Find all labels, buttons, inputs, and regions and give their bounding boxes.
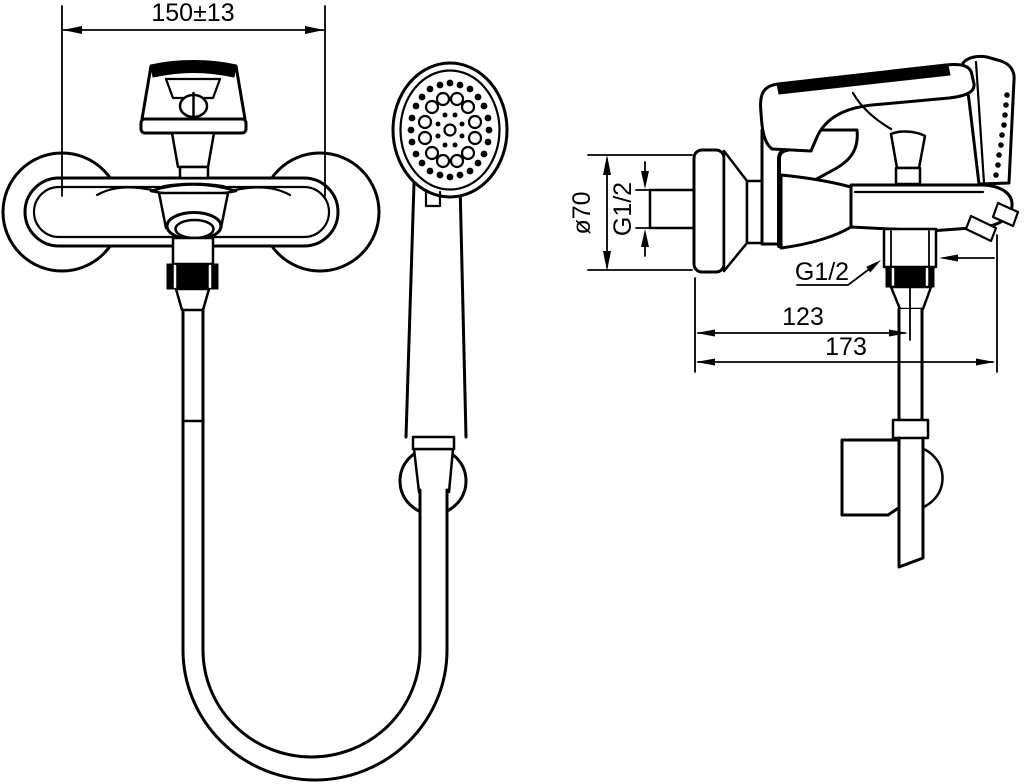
shower-outlet-side <box>882 227 938 311</box>
bracket-plate <box>840 438 902 517</box>
dimension-wall-thread: G1/2 <box>609 161 654 257</box>
handle-flange <box>139 117 248 135</box>
escutcheon-flange-side <box>692 148 726 274</box>
spout-outlet-front <box>149 182 238 312</box>
hand-shower-front <box>391 61 509 516</box>
spout-side <box>777 148 1020 250</box>
dim-label-front-width: 150±13 <box>151 0 234 27</box>
spray-dots-inner <box>435 112 465 148</box>
shower-connector-nut <box>411 435 456 451</box>
lever-handle-front <box>139 60 248 180</box>
shower-holder-cone <box>412 447 455 494</box>
spray-nozzles <box>417 91 483 169</box>
wall-connection-side <box>648 148 773 274</box>
dim-label-wall-thread: G1/2 <box>609 182 637 236</box>
dimension-depths: 123 173 <box>694 234 998 373</box>
side-view: ø70 G1/2 G1/2 1 <box>568 54 1020 569</box>
lever-handle-side <box>759 63 976 153</box>
diverter-knob <box>889 130 927 186</box>
wall-thread-pipe <box>648 188 696 230</box>
front-view: 150±13 <box>1 0 509 782</box>
dim-label-outlet-thread: G1/2 <box>795 258 849 286</box>
dim-label-wall-to-spout: 173 <box>825 333 867 361</box>
body-contour-left <box>95 186 154 197</box>
handle-notch <box>424 190 442 208</box>
spray-dots-outer <box>407 79 493 181</box>
handle-neck <box>170 131 216 169</box>
dim-label-escutcheon-diameter: ø70 <box>568 191 596 234</box>
dimension-escutcheon-diameter: ø70 <box>568 154 693 271</box>
spout-aerator <box>964 214 998 243</box>
dimension-front-width: 150±13 <box>61 0 326 197</box>
shower-hose-side <box>891 307 930 569</box>
shower-hose-front <box>181 308 449 782</box>
hand-shower-side <box>961 54 1016 186</box>
dim-label-wall-to-outlet: 123 <box>782 303 824 331</box>
body-contour-right <box>233 186 292 197</box>
wall-bracket-side <box>840 438 944 517</box>
dimension-outlet-thread: G1/2 <box>795 254 995 286</box>
